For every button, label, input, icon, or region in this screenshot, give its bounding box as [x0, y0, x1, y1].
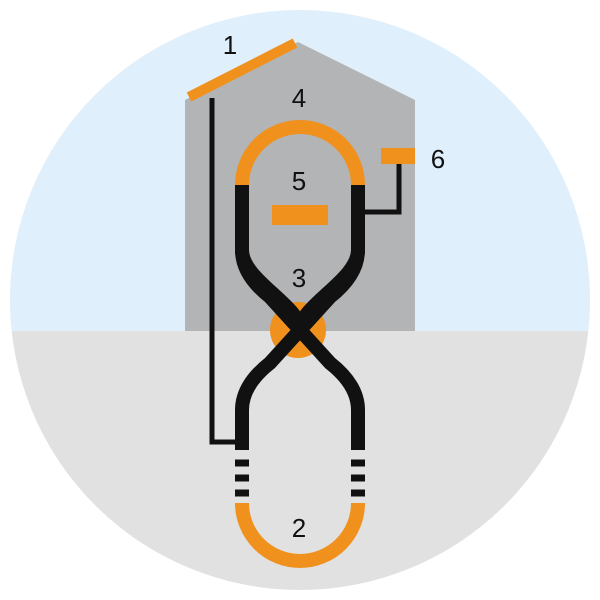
ground-loop-arc — [235, 502, 365, 568]
label-heat-exchanger: 3 — [292, 263, 306, 293]
radiator — [272, 205, 328, 225]
label-indoor-loop: 4 — [292, 83, 306, 113]
ground-loop-pipes — [235, 410, 365, 450]
thermostat — [381, 148, 415, 164]
crossing-pipes — [235, 185, 365, 411]
label-thermostat: 6 — [431, 144, 445, 174]
indoor-loop-arc — [235, 120, 365, 186]
solar-connection-pipe — [209, 98, 240, 445]
thermostat-wire — [360, 164, 402, 215]
label-ground-loop: 2 — [292, 513, 306, 543]
label-solar-panel: 1 — [223, 30, 237, 60]
ground-loop-dashes — [235, 459, 365, 497]
label-radiator: 5 — [292, 166, 306, 196]
solar-panel — [186, 38, 298, 102]
